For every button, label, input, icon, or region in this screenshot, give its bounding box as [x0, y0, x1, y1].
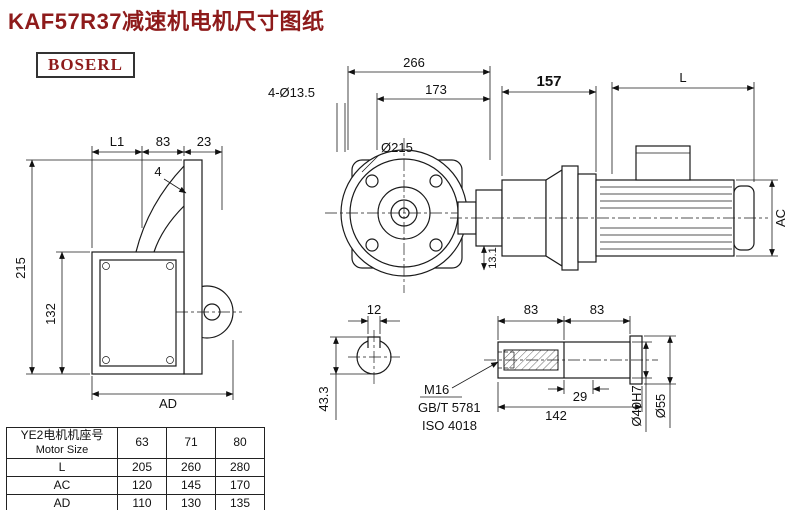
left-view-dimensions: L1 83 23 4 215 132 AD	[13, 134, 234, 411]
dim-12: 12	[367, 302, 381, 317]
boserl-logo: BOSERL	[36, 52, 135, 78]
table-header-63: 63	[117, 427, 167, 459]
cell-L-63: 205	[117, 458, 167, 477]
cell-AD-80: 135	[215, 494, 265, 510]
arm-curve	[153, 205, 185, 253]
shaft-section-view: 12 43.3	[316, 302, 400, 420]
bolt-hole	[429, 238, 443, 252]
table-row: L 205 260 280	[6, 458, 265, 477]
row-label-AD: AD	[6, 494, 118, 510]
label-GB-T-5781: GB/T 5781	[418, 400, 481, 415]
table-row: AC 120 145 170	[6, 476, 265, 495]
cell-L-80: 280	[215, 458, 265, 477]
dim-215: 215	[13, 257, 28, 279]
cell-AD-63: 110	[117, 494, 167, 510]
mounting-flange-plate	[183, 159, 203, 375]
left-view	[91, 159, 242, 375]
label-M16: M16	[424, 382, 449, 397]
page-title: KAF57R37减速机电机尺寸图纸	[8, 9, 325, 34]
shaft-detail-view: 83 83 29 142 Ø40H7 Ø55	[418, 302, 676, 433]
dim-AC: AC	[773, 209, 788, 227]
dim-142: 142	[545, 408, 567, 423]
housing-cover	[99, 259, 177, 367]
arm-curve	[135, 165, 185, 253]
dim-13-1: 13.1	[487, 247, 499, 268]
dim-173: 173	[425, 82, 447, 97]
dim-flange-dia: Ø215	[381, 140, 413, 155]
table-header-71: 71	[166, 427, 216, 459]
table-header-cn: YE2电机机座号	[20, 428, 104, 443]
side-view	[450, 145, 768, 271]
dim-29: 29	[573, 389, 587, 404]
dim-AD: AD	[159, 396, 177, 411]
table-header-motor-size: YE2电机机座号 Motor Size	[6, 427, 118, 459]
side-view-dimensions: 157 L AC 13.1	[481, 70, 788, 271]
cell-AD-71: 130	[166, 494, 216, 510]
cell-AC-80: 170	[215, 476, 265, 495]
dim-83a: 83	[524, 302, 538, 317]
table-header-80: 80	[215, 427, 265, 459]
dim-L1: L1	[110, 134, 124, 149]
label-ISO-4018: ISO 4018	[422, 418, 477, 433]
dim-bolt-holes: 4-Ø13.5	[268, 85, 315, 100]
cell-AC-63: 120	[117, 476, 167, 495]
dim-157: 157	[536, 73, 561, 90]
dim-40H7: Ø40H7	[629, 385, 644, 426]
row-label-AC: AC	[6, 476, 118, 495]
dim-4: 4	[154, 164, 161, 179]
dim-23: 23	[197, 134, 211, 149]
housing-box	[91, 251, 185, 375]
row-label-L: L	[6, 458, 118, 477]
dim-132: 132	[43, 303, 58, 325]
bolt-hole	[365, 174, 379, 188]
dim-83b: 83	[590, 302, 604, 317]
table-row: AD 110 130 135	[6, 494, 265, 510]
front-view-dimensions: 266 173 4-Ø13.5 Ø215	[268, 55, 491, 173]
dim-266: 266	[403, 55, 425, 70]
dim-55: Ø55	[653, 394, 668, 419]
cell-L-71: 260	[166, 458, 216, 477]
bolt-hole	[365, 238, 379, 252]
table-header-en: Motor Size	[35, 444, 89, 456]
motor-size-table: YE2电机机座号 Motor Size 63 71 80 L 205 260 2…	[6, 427, 265, 510]
terminal-box	[635, 145, 691, 181]
dim-43-3: 43.3	[316, 386, 331, 411]
bolt-hole	[429, 174, 443, 188]
dim-83: 83	[156, 134, 170, 149]
dim-L: L	[679, 70, 686, 85]
cell-AC-71: 145	[166, 476, 216, 495]
